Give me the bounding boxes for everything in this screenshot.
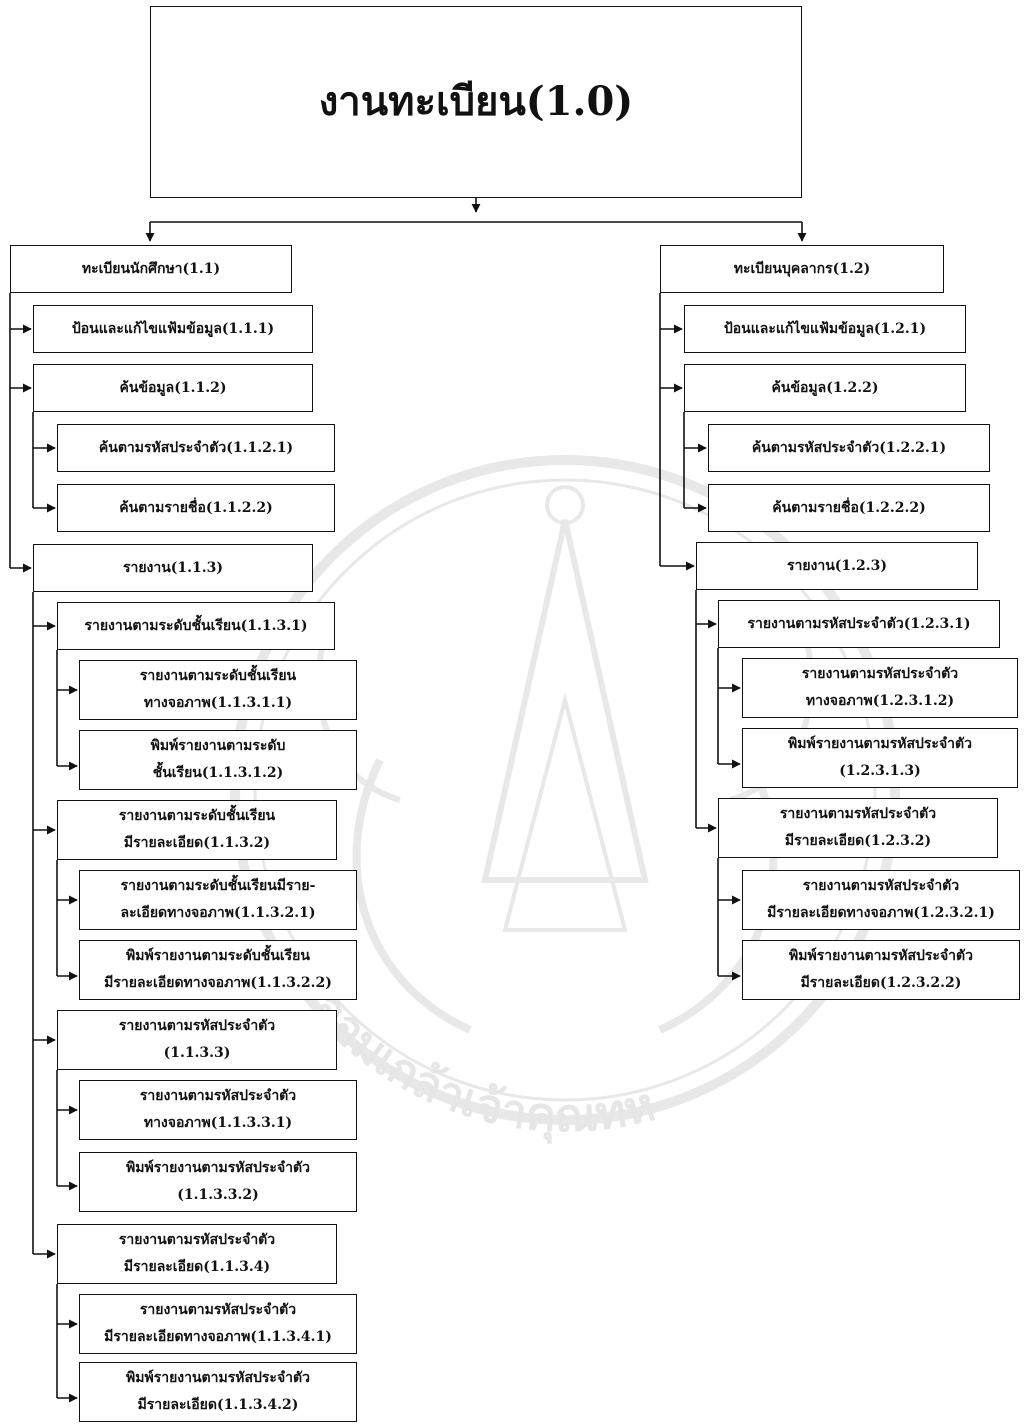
label-line-1: รายงานตามระดับชั้นเรียนมีราย- xyxy=(120,878,316,895)
label-line-1: รายงานตามรหัสประจำตัว xyxy=(118,1018,276,1035)
student-detailed-report-by-class-box: รายงานตามระดับชั้นเรียน มีรายละเอียด(1.1… xyxy=(57,800,337,860)
staff-edit-file-box: ป้อนและแก้ไขแฟ้มข้อมูล(1.2.1) xyxy=(684,305,966,353)
label-line-2: มีรายละเอียดทางจอภาพ(1.2.3.2.1) xyxy=(767,905,995,921)
label-line-1: พิมพ์รายงานตามรหัสประจำตัว xyxy=(126,1370,310,1387)
label-line-1: รายงานตามรหัสประจำตัว xyxy=(779,806,937,823)
student-print-report-by-class-box: พิมพ์รายงานตามระดับ ชั้นเรียน(1.1.3.1.2) xyxy=(79,730,357,790)
student-print-detailed-report-by-class-box: พิมพ์รายงานตามระดับชั้นเรียน มีรายละเอีย… xyxy=(79,940,357,1000)
label: ป้อนและแก้ไขแฟ้มข้อมูล(1.2.1) xyxy=(723,320,927,337)
label-line-2: (1.1.3.3) xyxy=(163,1045,231,1061)
label-line-1: รายงานตามรหัสประจำตัว xyxy=(118,1232,276,1249)
label-line-1: รายงานตามรหัสประจำตัว xyxy=(802,878,960,895)
student-registry-box: ทะเบียนนักศึกษา(1.1) xyxy=(10,245,292,293)
label-line-2: มีรายละเอียดทางจอภาพ(1.1.3.4.1) xyxy=(104,1329,332,1345)
label: ค้นตามรหัสประจำตัว(1.2.2.1) xyxy=(751,439,947,456)
label-line-1: พิมพ์รายงานตามรหัสประจำตัว xyxy=(126,1160,310,1177)
label-line-1: พิมพ์รายงานตามรหัสประจำตัว xyxy=(789,948,973,965)
student-report-box: รายงาน(1.1.3) xyxy=(33,544,313,592)
staff-detailed-report-by-id-box: รายงานตามรหัสประจำตัว มีรายละเอียด(1.2.3… xyxy=(718,798,998,858)
student-report-by-id-box: รายงานตามรหัสประจำตัว (1.1.3.3) xyxy=(57,1010,337,1070)
label-line-1: พิมพ์รายงานตามรหัสประจำตัว xyxy=(788,736,972,753)
label: รายงาน(1.2.3) xyxy=(786,557,888,574)
label-line-2: (1.1.3.3.2) xyxy=(177,1187,259,1203)
label: ค้นตามรายชื่อ(1.1.2.2) xyxy=(119,499,273,516)
label-line-2: ทางจอภาพ(1.2.3.1.2) xyxy=(805,693,955,709)
student-search-by-id-box: ค้นตามรหัสประจำตัว(1.1.2.1) xyxy=(57,424,335,472)
label: ค้นข้อมูล(1.1.2) xyxy=(119,379,227,396)
student-print-detailed-report-by-id-box: พิมพ์รายงานตามรหัสประจำตัว มีรายละเอียด(… xyxy=(79,1362,357,1422)
label-line-2: มีรายละเอียดทางจอภาพ(1.1.3.2.2) xyxy=(104,975,332,991)
label-line-2: ทางจอภาพ(1.1.3.1.1) xyxy=(143,695,293,711)
root-title: งานทะเบียน(1.0) xyxy=(318,78,634,125)
student-report-by-class-screen-box: รายงานตามระดับชั้นเรียน ทางจอภาพ(1.1.3.1… xyxy=(79,660,357,720)
label-line-2: มีรายละเอียด(1.1.3.2) xyxy=(123,835,271,851)
label-line-2: (1.2.3.1.3) xyxy=(839,763,921,779)
student-detailed-report-by-id-box: รายงานตามรหัสประจำตัว มีรายละเอียด(1.1.3… xyxy=(57,1224,337,1284)
staff-print-report-by-id-box: พิมพ์รายงานตามรหัสประจำตัว (1.2.3.1.3) xyxy=(742,728,1018,788)
student-edit-file-box: ป้อนและแก้ไขแฟ้มข้อมูล(1.1.1) xyxy=(33,305,313,353)
root-box: งานทะเบียน(1.0) xyxy=(150,6,802,198)
student-search-by-name-box: ค้นตามรายชื่อ(1.1.2.2) xyxy=(57,484,335,532)
student-detailed-report-by-class-screen-box: รายงานตามระดับชั้นเรียนมีราย- ละเอียดทาง… xyxy=(79,870,357,930)
label: ป้อนและแก้ไขแฟ้มข้อมูล(1.1.1) xyxy=(71,320,275,337)
label-line-1: รายงานตามรหัสประจำตัว xyxy=(801,666,959,683)
label: ทะเบียนนักศึกษา(1.1) xyxy=(81,260,221,277)
label: รายงานตามรหัสประจำตัว(1.2.3.1) xyxy=(747,615,971,632)
staff-search-by-id-box: ค้นตามรหัสประจำตัว(1.2.2.1) xyxy=(708,424,990,472)
label-line-1: พิมพ์รายงานตามระดับ xyxy=(150,738,286,755)
label-line-1: รายงานตามรหัสประจำตัว xyxy=(139,1088,297,1105)
staff-search-box: ค้นข้อมูล(1.2.2) xyxy=(684,364,966,412)
label-line-2: ละเอียดทางจอภาพ(1.1.3.2.1) xyxy=(120,905,316,921)
student-search-box: ค้นข้อมูล(1.1.2) xyxy=(33,364,313,412)
label: ทะเบียนบุคลากร(1.2) xyxy=(733,260,871,277)
label-line-2: ชั้นเรียน(1.1.3.1.2) xyxy=(152,765,284,781)
staff-report-by-id-screen-box: รายงานตามรหัสประจำตัว ทางจอภาพ(1.2.3.1.2… xyxy=(742,658,1018,718)
label-line-1: รายงานตามรหัสประจำตัว xyxy=(139,1302,297,1319)
label-line-2: มีรายละเอียด(1.1.3.4) xyxy=(123,1259,271,1275)
label-line-2: ทางจอภาพ(1.1.3.3.1) xyxy=(143,1115,293,1131)
label: รายงานตามระดับชั้นเรียน(1.1.3.1) xyxy=(84,617,308,634)
label: รายงาน(1.1.3) xyxy=(122,559,224,576)
student-print-report-by-id-box: พิมพ์รายงานตามรหัสประจำตัว (1.1.3.3.2) xyxy=(79,1152,357,1212)
staff-report-by-id-box: รายงานตามรหัสประจำตัว(1.2.3.1) xyxy=(718,600,1000,648)
staff-registry-box: ทะเบียนบุคลากร(1.2) xyxy=(660,245,944,293)
label-line-2: มีรายละเอียด(1.2.3.2) xyxy=(784,833,932,849)
student-report-by-id-screen-box: รายงานตามรหัสประจำตัว ทางจอภาพ(1.1.3.3.1… xyxy=(79,1080,357,1140)
student-report-by-class-box: รายงานตามระดับชั้นเรียน(1.1.3.1) xyxy=(57,602,335,650)
staff-print-detailed-report-by-id-box: พิมพ์รายงานตามรหัสประจำตัว มีรายละเอียด(… xyxy=(742,940,1020,1000)
label: ค้นตามรายชื่อ(1.2.2.2) xyxy=(772,499,926,516)
label-line-1: พิมพ์รายงานตามระดับชั้นเรียน xyxy=(126,948,310,965)
student-detailed-report-by-id-screen-box: รายงานตามรหัสประจำตัว มีรายละเอียดทางจอภ… xyxy=(79,1294,357,1354)
staff-report-box: รายงาน(1.2.3) xyxy=(696,542,978,590)
staff-detailed-report-by-id-screen-box: รายงานตามรหัสประจำตัว มีรายละเอียดทางจอภ… xyxy=(742,870,1020,930)
label-line-1: รายงานตามระดับชั้นเรียน xyxy=(139,668,297,685)
label-line-2: มีรายละเอียด(1.2.3.2.2) xyxy=(800,975,962,991)
label: ค้นข้อมูล(1.2.2) xyxy=(771,379,879,396)
label-line-1: รายงานตามระดับชั้นเรียน xyxy=(118,808,276,825)
staff-search-by-name-box: ค้นตามรายชื่อ(1.2.2.2) xyxy=(708,484,990,532)
label: ค้นตามรหัสประจำตัว(1.1.2.1) xyxy=(98,439,294,456)
label-line-2: มีรายละเอียด(1.1.3.4.2) xyxy=(137,1397,299,1413)
